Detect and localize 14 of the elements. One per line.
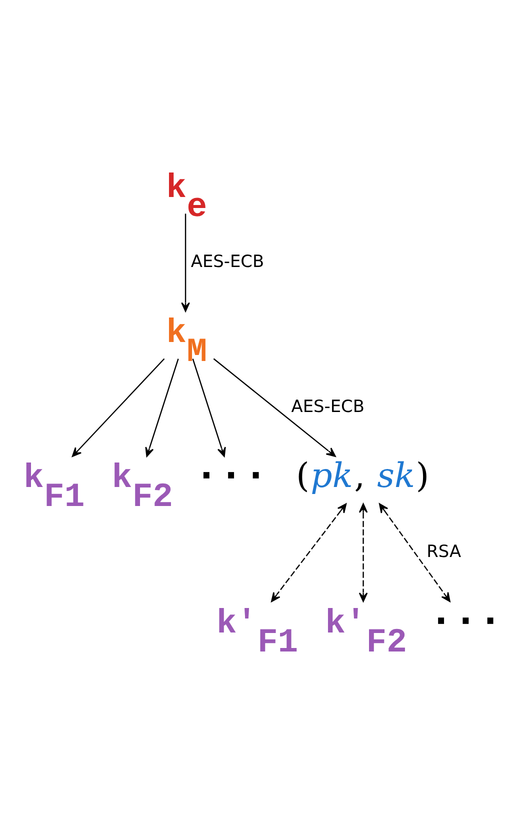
node-text: · · · (200, 456, 262, 495)
node-text: · · · (434, 600, 496, 640)
arrow (270, 502, 346, 602)
edge-label: AES-ECB (190, 250, 264, 270)
arrow (358, 502, 368, 602)
edge-label: RSA (426, 540, 461, 561)
arrow (144, 358, 178, 456)
arrow (378, 502, 450, 602)
arrow (180, 213, 190, 312)
edge-label: AES-ECB (290, 395, 364, 416)
node-text: (pk, sk) (296, 456, 429, 495)
arrow (71, 358, 164, 456)
arrow (212, 358, 336, 456)
arrow (192, 358, 226, 456)
